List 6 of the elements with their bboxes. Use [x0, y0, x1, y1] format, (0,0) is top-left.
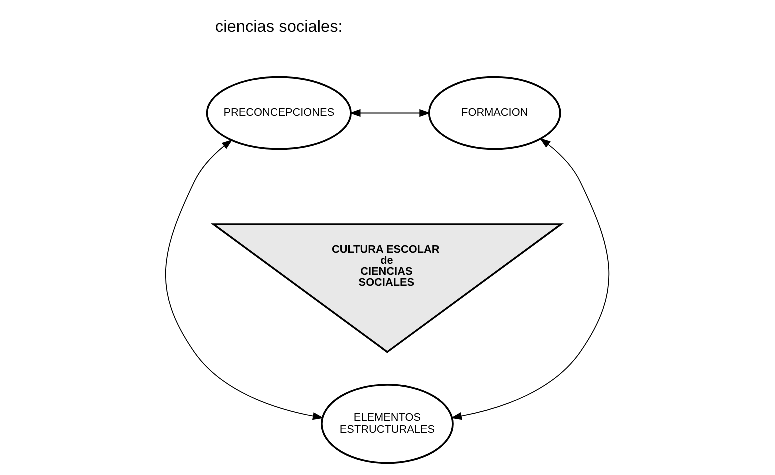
arrow: [451, 138, 610, 420]
node-ellipse: ELEMENTOS ESTRUCTURALES: [321, 384, 454, 464]
arrow: [166, 140, 324, 420]
arrow: [350, 109, 431, 118]
label: ciencias sociales:: [215, 18, 343, 36]
node-ellipse: FORMACION: [428, 76, 562, 150]
